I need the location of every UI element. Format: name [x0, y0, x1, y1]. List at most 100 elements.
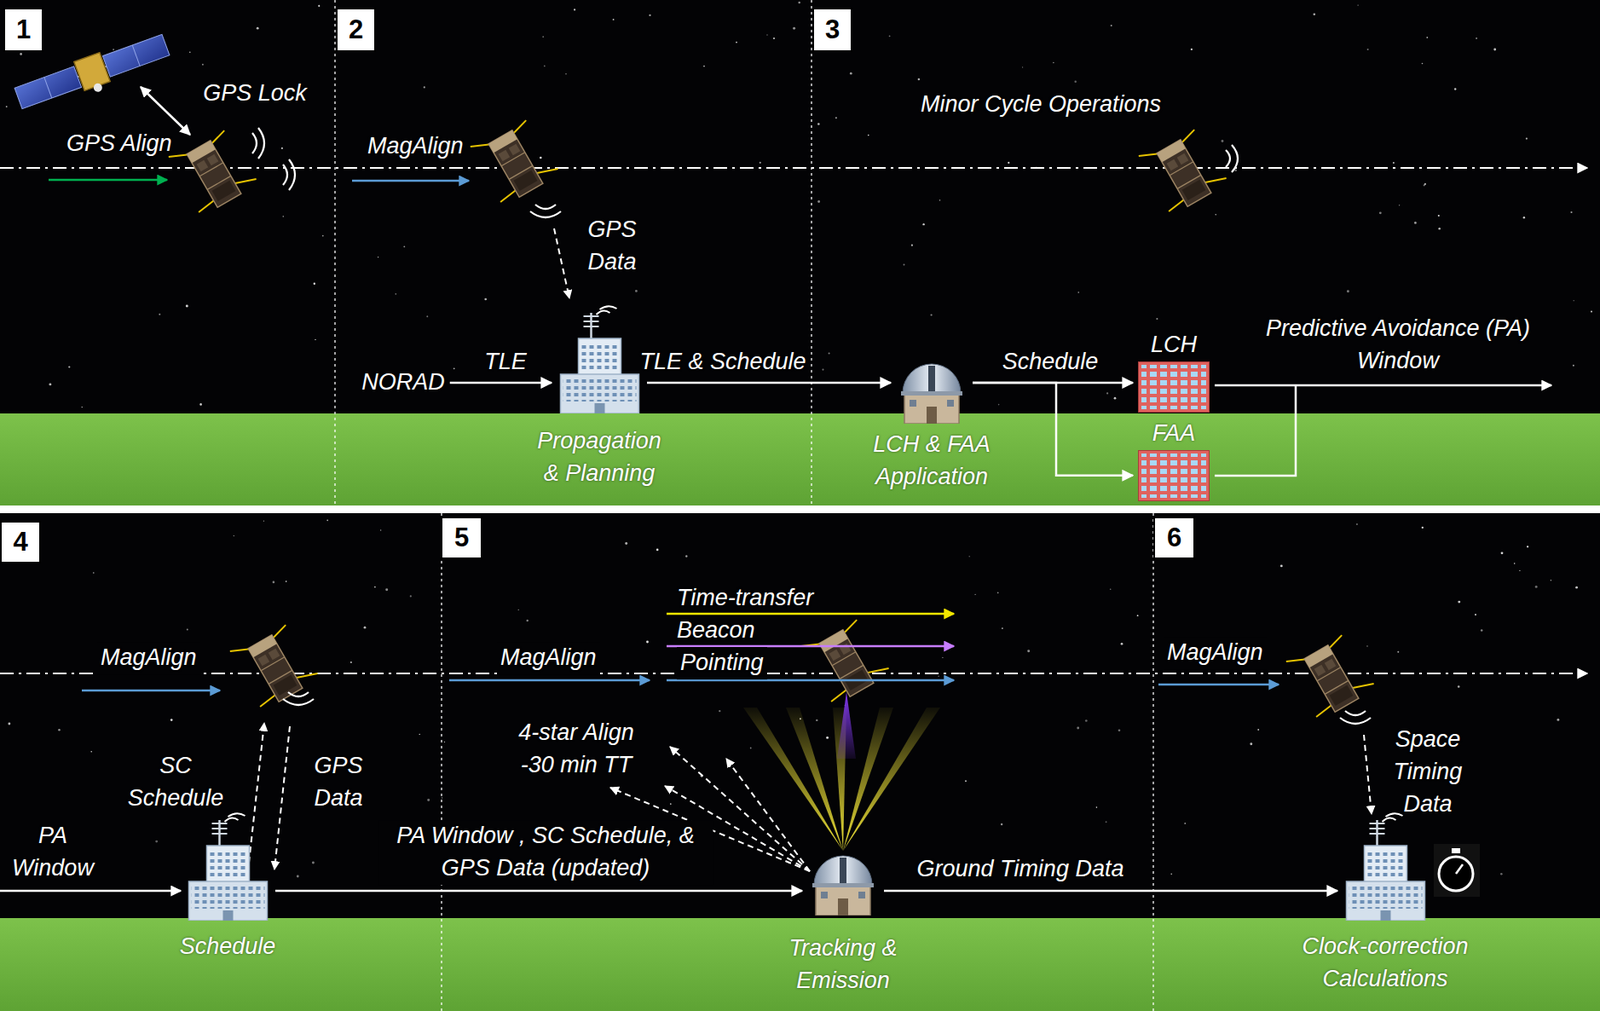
star [1052, 62, 1054, 64]
star [68, 365, 70, 368]
annotation: Predictive Avoidance (PA) Window [1244, 312, 1552, 378]
cubesat [1137, 123, 1230, 216]
star [543, 65, 546, 68]
annotation: MagAlign [97, 641, 201, 675]
edge-label: TLE [484, 346, 527, 379]
edge-label: Schedule [1002, 346, 1099, 379]
star [81, 406, 83, 408]
star [1457, 685, 1461, 688]
radio-waves [535, 204, 556, 209]
gps-satellite [102, 34, 169, 77]
star [646, 641, 649, 644]
star [997, 592, 1000, 595]
alignment-arrow [81, 689, 220, 693]
station-icon [1137, 361, 1210, 413]
star [1500, 872, 1503, 876]
star [112, 48, 115, 51]
observatory: LCH & FAA Application [859, 352, 1005, 494]
radio-waves [252, 132, 257, 154]
gps-satellite [132, 45, 140, 66]
star [525, 619, 528, 622]
star [394, 293, 397, 295]
star [1096, 806, 1098, 809]
edge-label: TLE & Schedule [639, 346, 806, 379]
star [1457, 600, 1461, 604]
star [19, 52, 23, 56]
star [849, 72, 853, 76]
alignment-arrow [352, 179, 469, 183]
alignment-arrow [48, 179, 168, 182]
star [1397, 651, 1399, 653]
panel-number-box [336, 8, 376, 52]
ground-station: Propagation & Planning [529, 302, 671, 491]
alignment-arrow [666, 612, 954, 616]
star [186, 629, 189, 631]
star [1501, 551, 1504, 555]
star [1249, 742, 1253, 746]
signal-beam [743, 692, 941, 851]
window-line [1214, 384, 1552, 388]
star [419, 733, 421, 735]
star [202, 63, 204, 66]
star [792, 27, 796, 30]
star [1454, 87, 1456, 90]
cubesat [228, 618, 321, 711]
star [1109, 588, 1112, 590]
panel-divider [334, 0, 336, 506]
panel-divider [810, 0, 813, 506]
star [1573, 300, 1575, 301]
star [441, 797, 443, 798]
stopwatch-icon [1433, 843, 1480, 897]
star [296, 875, 300, 878]
star [374, 586, 376, 589]
star [1493, 48, 1497, 52]
star [1421, 63, 1424, 65]
star [158, 313, 161, 316]
star [1367, 48, 1369, 51]
station-icon [1137, 450, 1210, 502]
star [263, 520, 265, 522]
star [1550, 579, 1552, 581]
alignment-arrow [48, 86, 1279, 691]
radio-waves [288, 692, 309, 697]
star [1438, 214, 1440, 217]
radio-waves [283, 164, 288, 185]
star [969, 555, 971, 557]
radio-waves [1225, 150, 1231, 168]
star [518, 609, 520, 611]
star [1076, 727, 1080, 730]
ground [0, 918, 1600, 1011]
star [1525, 137, 1528, 139]
ground [0, 505, 1600, 514]
radio-waves [252, 127, 1371, 724]
gps-satellite [12, 30, 174, 119]
star [1257, 728, 1260, 731]
star [314, 339, 316, 341]
alignment-arrow [1158, 683, 1279, 687]
star [57, 728, 61, 732]
alignment-arrow [140, 86, 191, 135]
star [750, 747, 752, 750]
annotation: GPS Data [580, 213, 645, 279]
flow-arrow [972, 382, 1133, 476]
radio-waves [1231, 144, 1238, 173]
edge-label: Ground Timing Data [917, 853, 1125, 886]
star [1155, 317, 1158, 320]
star [685, 554, 688, 557]
star [1234, 169, 1237, 172]
star [92, 571, 95, 574]
star [1556, 718, 1560, 722]
star [1475, 37, 1478, 40]
star [648, 14, 651, 17]
star [1085, 719, 1088, 723]
station-icon [1137, 361, 1210, 413]
star [930, 313, 933, 316]
star [403, 245, 405, 248]
star [1535, 585, 1538, 589]
star [1426, 36, 1428, 39]
star [656, 548, 659, 552]
gps-satellite [44, 77, 52, 99]
star [233, 535, 235, 537]
star [1313, 12, 1317, 16]
alignment-arrow [449, 679, 650, 682]
